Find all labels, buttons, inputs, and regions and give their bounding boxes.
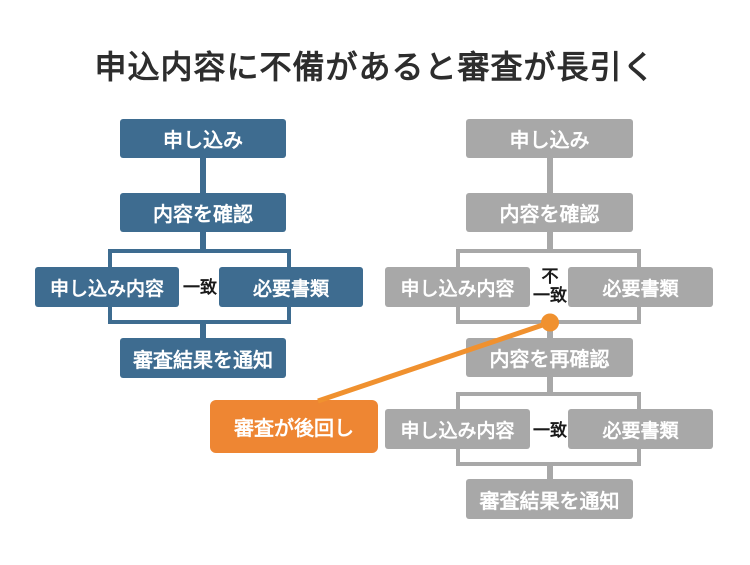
- right-box-notify-label: 審査結果を通知: [479, 490, 620, 513]
- diagram-title: 申込内容に不備があると審査が長引く: [94, 49, 656, 85]
- left-box-required-documents-label: 必要書類: [252, 278, 329, 300]
- left-box-notify: 審査結果を通知: [120, 338, 286, 378]
- right-connector-2: [547, 230, 553, 251]
- right-box-required-documents-2: 必要書類: [568, 409, 713, 449]
- left-box-application-content-label: 申し込み内容: [49, 278, 164, 300]
- callout-review-postponed: 審査が後回し: [210, 400, 378, 453]
- right-connector-5: [547, 464, 553, 481]
- right-box-application-content-2: 申し込み内容: [385, 409, 530, 449]
- right-box-check-label: 内容を確認: [499, 204, 600, 226]
- right-mismatch-text-line1: 不: [541, 267, 559, 286]
- right-mismatch-label: 不 一致: [528, 264, 572, 308]
- right-match-text: 一致: [533, 420, 567, 440]
- left-connector-3: [200, 322, 206, 340]
- right-box-recheck: 内容を再確認: [466, 338, 633, 377]
- left-match-text: 一致: [183, 277, 217, 297]
- left-box-notify-label: 審査結果を通知: [133, 349, 273, 372]
- right-box-recheck-label: 内容を再確認: [489, 349, 610, 371]
- left-box-check: 内容を確認: [120, 193, 286, 232]
- left-box-apply: 申し込み: [120, 119, 286, 158]
- right-box-apply-label: 申し込み: [509, 130, 590, 152]
- right-connector-1: [547, 156, 553, 197]
- left-box-application-content: 申し込み内容: [35, 267, 179, 307]
- left-match-label: 一致: [175, 270, 225, 304]
- left-box-apply-label: 申し込み: [163, 130, 243, 152]
- left-connector-1: [200, 156, 206, 197]
- callout-label: 審査が後回し: [234, 418, 354, 440]
- right-box-application-content: 申し込み内容: [385, 267, 530, 307]
- right-box-required-documents-label: 必要書類: [602, 278, 679, 300]
- left-box-required-documents: 必要書類: [219, 267, 363, 307]
- right-box-application-content-2-label: 申し込み内容: [400, 420, 515, 442]
- right-box-application-content-label: 申し込み内容: [400, 278, 515, 300]
- right-box-required-documents: 必要書類: [568, 267, 713, 307]
- left-connector-2: [200, 230, 206, 251]
- right-match-label: 一致: [525, 413, 575, 447]
- left-box-check-label: 内容を確認: [153, 204, 253, 226]
- right-box-check: 内容を確認: [466, 193, 633, 232]
- right-mismatch-text-line2: 一致: [533, 286, 567, 305]
- right-box-notify: 審査結果を通知: [466, 479, 633, 519]
- right-box-apply: 申し込み: [466, 119, 633, 158]
- right-box-required-documents-2-label: 必要書類: [602, 420, 679, 442]
